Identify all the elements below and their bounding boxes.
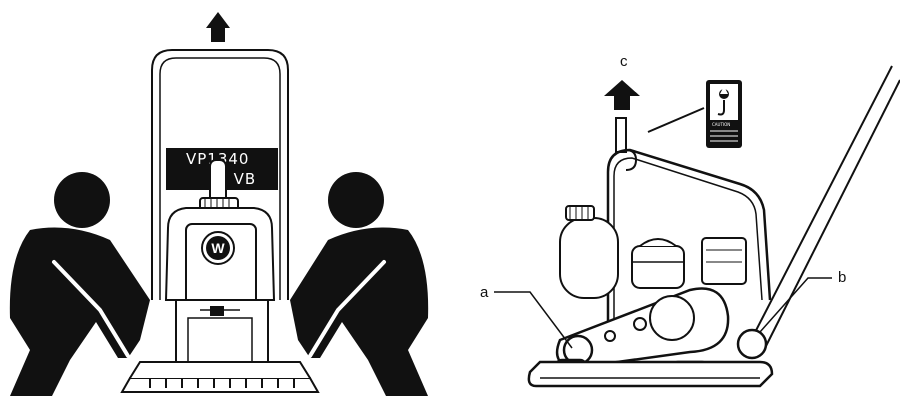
lift-arrow-front [206,12,230,42]
front-view: VP1340 W VB W [10,12,428,396]
logo-badge: W [202,232,234,264]
base-plate-side [529,362,772,386]
air-cleaner [632,239,684,288]
base-plate-front [122,378,318,392]
logo-letter: W [211,240,225,256]
person-right [290,172,428,396]
callout-a: a [480,284,489,301]
lift-arrow-side [604,80,640,110]
muffler [702,238,746,284]
lifting-point-decal: CAUTION [706,80,742,148]
decal-caption: CAUTION [712,122,730,127]
callout-c: c [620,53,628,70]
operator-handle [748,66,892,346]
fuel-tank [560,206,618,298]
person-left [10,172,150,396]
callout-b: b [838,269,846,286]
side-view: c CAUTION [480,53,900,386]
